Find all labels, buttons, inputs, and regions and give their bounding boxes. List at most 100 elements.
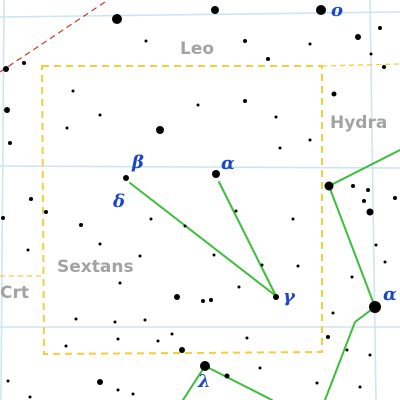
sextans-figure-alpha-gamma	[218, 181, 277, 297]
star	[278, 146, 282, 150]
star	[366, 188, 370, 192]
star	[179, 347, 185, 353]
star-label-beta-sextantis: β	[131, 152, 144, 173]
star	[369, 301, 381, 313]
star	[131, 392, 135, 396]
star	[273, 294, 279, 300]
star	[97, 379, 103, 385]
star	[65, 126, 69, 130]
star	[355, 34, 361, 40]
star	[156, 126, 164, 134]
star	[243, 99, 247, 103]
star	[112, 14, 122, 24]
constellation-figures	[129, 149, 400, 400]
grid-line-dec-middle	[0, 165, 400, 169]
star	[274, 115, 278, 119]
star	[368, 353, 372, 357]
sextans-boundary	[40, 65, 323, 356]
constellation-name-hydra: Hydra	[330, 113, 387, 133]
star	[64, 344, 68, 348]
star	[350, 275, 354, 279]
star	[26, 248, 30, 252]
star	[393, 196, 397, 200]
star	[315, 381, 319, 385]
star	[382, 65, 386, 69]
star	[201, 299, 205, 303]
constellation-name-crater: Crt	[0, 283, 29, 303]
star	[183, 224, 187, 228]
star	[28, 395, 32, 399]
star	[362, 199, 366, 203]
star	[44, 210, 48, 214]
star	[6, 379, 10, 383]
star	[351, 184, 355, 188]
star	[116, 337, 120, 341]
star	[22, 61, 26, 65]
star-field	[1, 5, 397, 399]
star	[243, 39, 247, 43]
star	[116, 388, 120, 392]
star	[237, 285, 241, 289]
star-label-lambda-hydrae: λ	[197, 371, 211, 392]
star	[144, 39, 148, 43]
star	[331, 91, 337, 97]
hydra-figure-lambda	[182, 365, 206, 400]
star	[258, 366, 262, 370]
star	[8, 141, 12, 145]
star	[4, 107, 10, 113]
star	[98, 113, 102, 117]
grid-line-dec-upper	[0, 11, 400, 18]
star	[3, 66, 9, 72]
star	[324, 181, 334, 191]
star	[308, 138, 312, 142]
star	[345, 348, 349, 352]
star	[74, 317, 78, 321]
star	[118, 281, 122, 285]
star	[174, 294, 180, 300]
star	[212, 253, 216, 257]
star	[209, 298, 213, 302]
star	[266, 57, 270, 61]
grid-line-ra-left	[0, 0, 5, 400]
star	[260, 263, 264, 267]
star	[378, 26, 382, 30]
star	[245, 336, 249, 340]
star	[196, 103, 200, 107]
star	[374, 243, 378, 247]
star	[98, 242, 102, 246]
star-label-gamma-sextantis: γ	[283, 286, 296, 307]
star	[234, 209, 238, 213]
star	[331, 311, 335, 315]
star	[224, 373, 230, 379]
star	[29, 197, 33, 201]
star	[212, 170, 220, 178]
star	[123, 175, 129, 181]
sextans-figure-beta-gamma	[129, 182, 277, 297]
star	[71, 89, 75, 93]
star	[138, 254, 142, 258]
star	[296, 264, 300, 268]
star	[316, 5, 326, 15]
star	[1, 216, 5, 220]
ecliptic-line	[0, 0, 109, 73]
star	[143, 318, 147, 322]
constellation-name-leo: Leo	[180, 39, 214, 59]
star-label-alpha-hydrae: α	[383, 284, 397, 305]
constellation-boundaries	[0, 63, 400, 356]
star	[358, 385, 362, 389]
boundary-leo-hydra	[321, 63, 400, 67]
star	[156, 339, 160, 343]
star	[369, 52, 373, 56]
hydra-figure-lower	[324, 306, 376, 400]
star	[326, 335, 330, 339]
star	[170, 332, 174, 336]
star	[366, 208, 374, 216]
star-label-omicron-leonis: o	[331, 0, 343, 21]
constellation-name-sextans: Sextans	[57, 257, 134, 277]
star	[383, 260, 387, 264]
star	[211, 6, 219, 14]
star	[79, 223, 83, 227]
star	[149, 217, 153, 221]
